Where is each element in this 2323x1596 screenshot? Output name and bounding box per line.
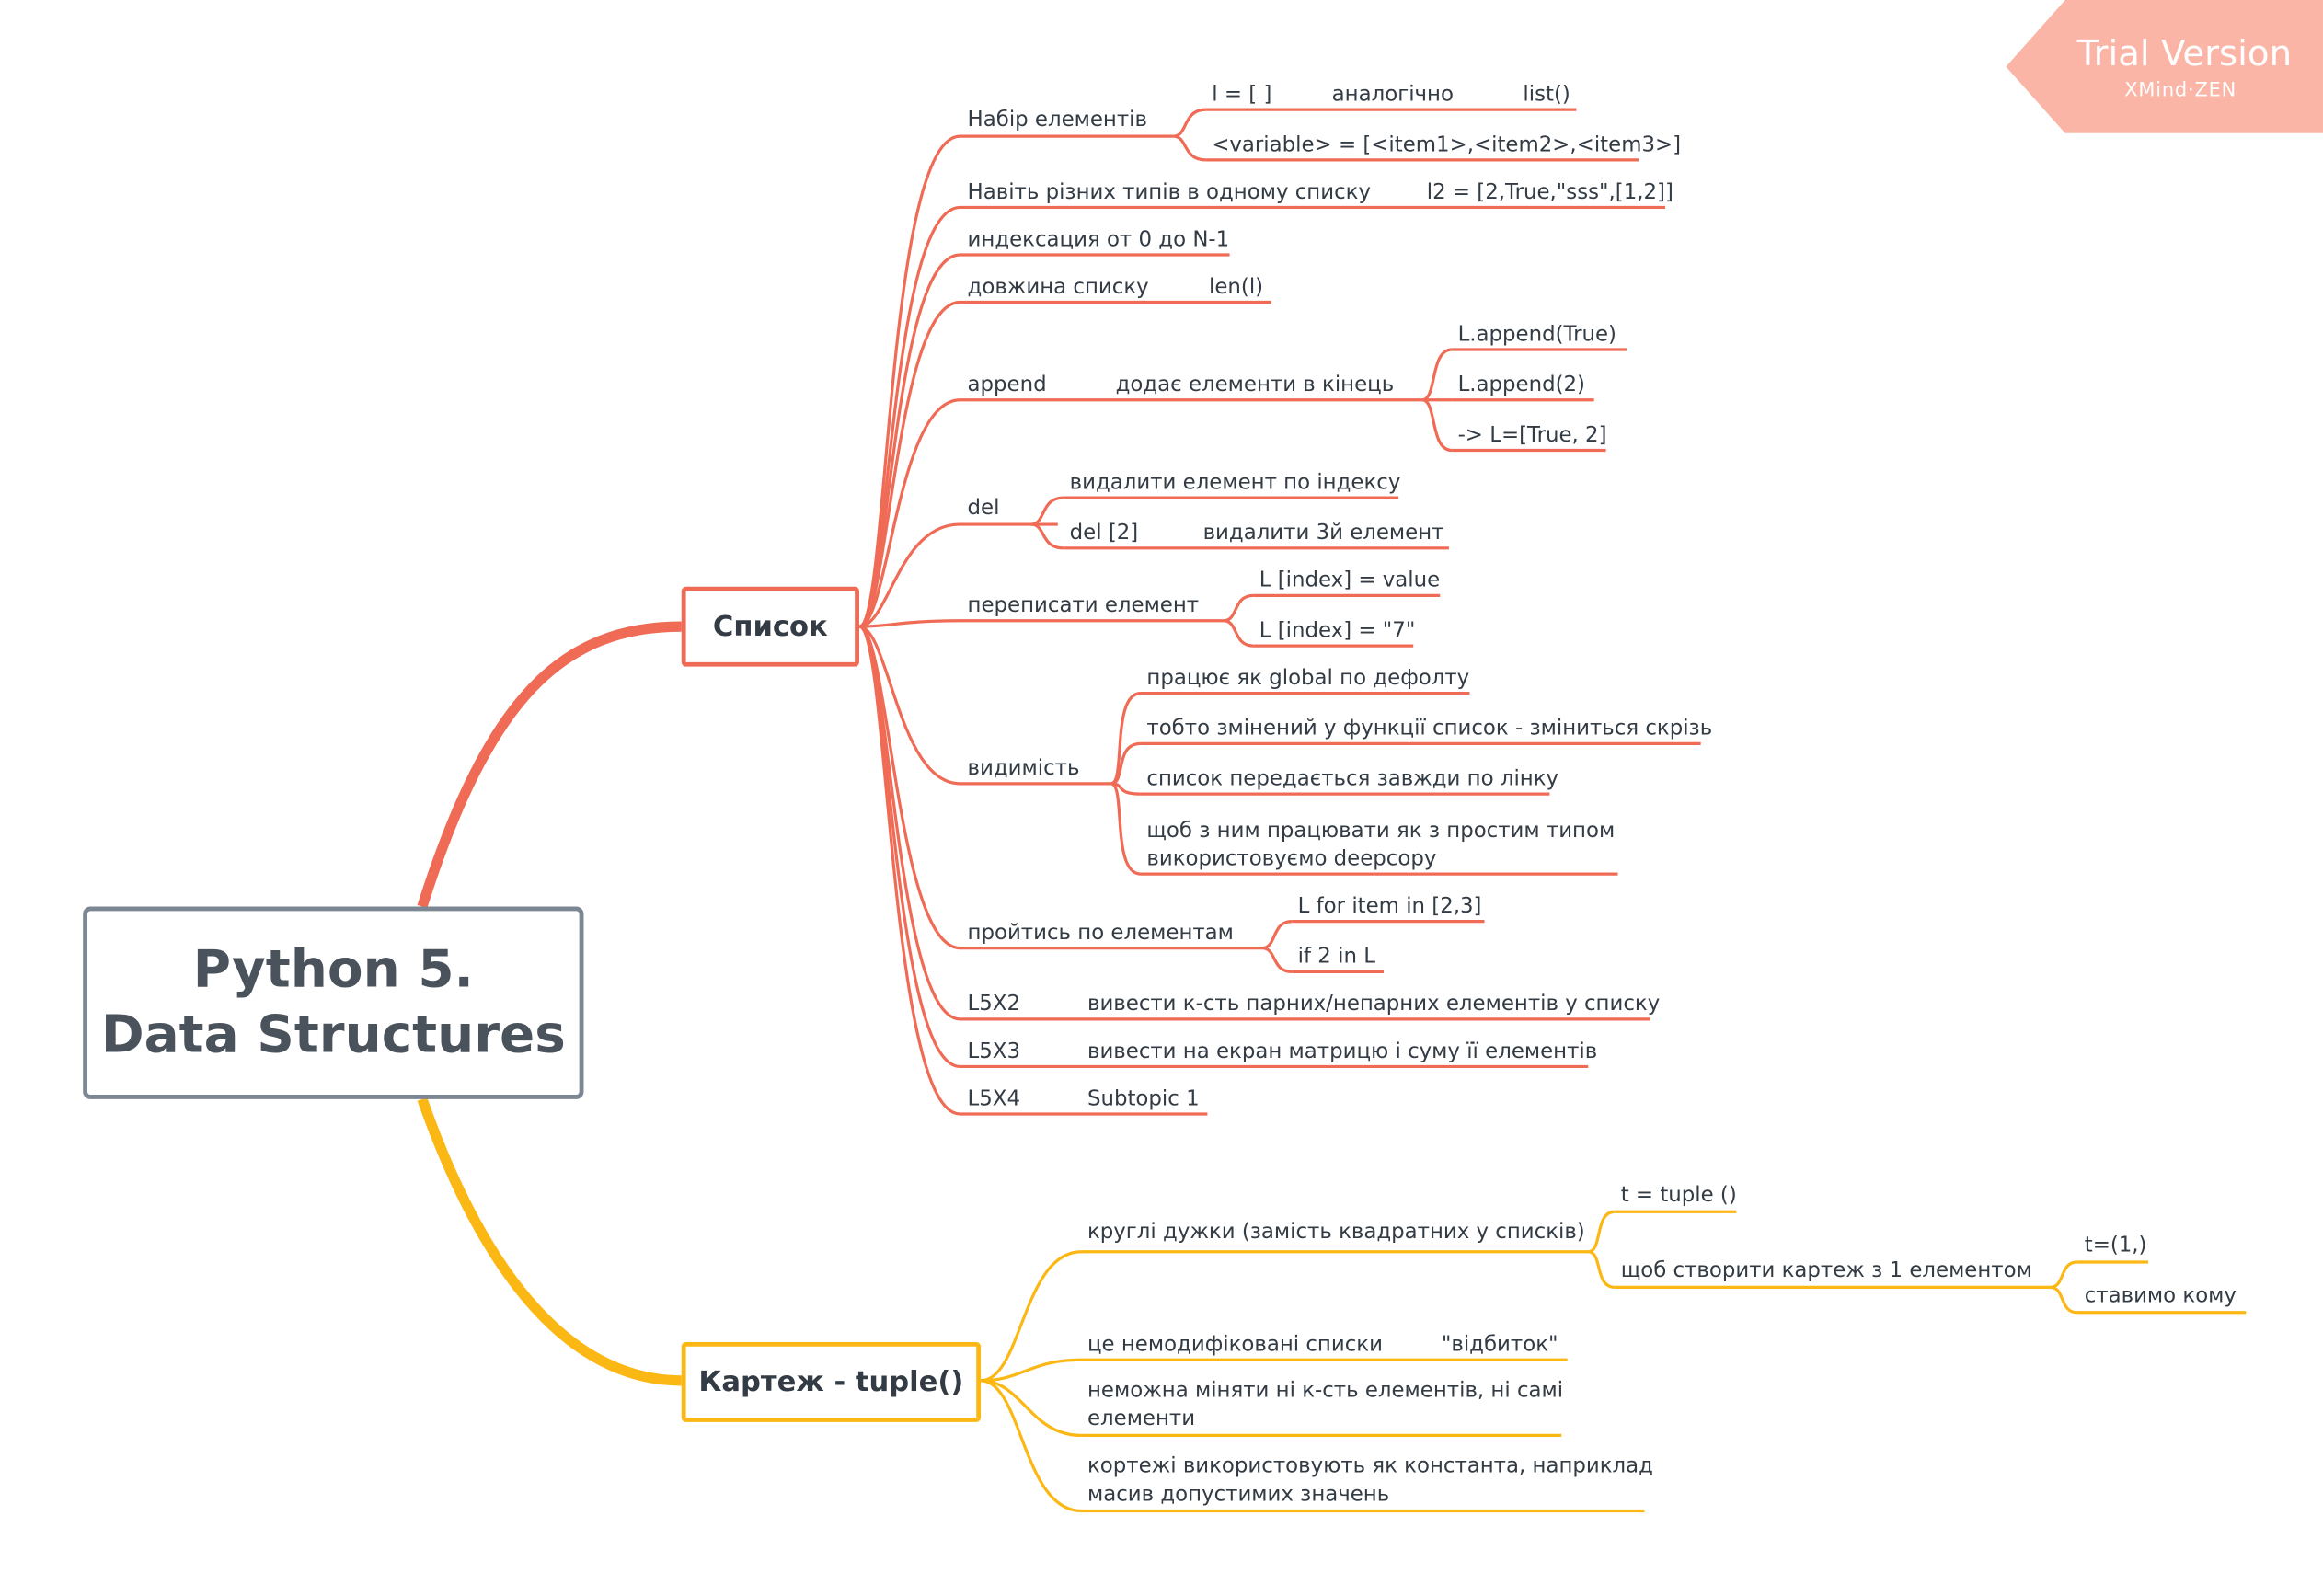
- central-topic-line1: Python 5.: [192, 940, 474, 1000]
- main-topic-tuple[interactable]: Картеж - tuple(): [681, 1341, 982, 1422]
- topic-rewrite-ex1[interactable]: L [index] = value: [1259, 568, 1441, 593]
- topic-l5x2-desc[interactable]: вивести к-сть парних/непарних елементів …: [1087, 992, 1661, 1016]
- topic-tuple-immutable-note[interactable]: "відбиток": [1441, 1333, 1558, 1358]
- topic-append-ex1[interactable]: L.append(True): [1457, 323, 1616, 347]
- main-topic-list[interactable]: Список: [681, 586, 859, 667]
- topic-visibility-item1[interactable]: працює як global по дефолту: [1146, 666, 1470, 691]
- trial-badge-subtitle: XMind·ZEN: [2124, 79, 2237, 103]
- central-topic-line2: Data Structures: [100, 1005, 566, 1065]
- topic-iterate[interactable]: пройтись по елементам: [967, 921, 1234, 946]
- main-topic-list-label: Список: [712, 610, 828, 643]
- topic-visibility[interactable]: видимість: [967, 756, 1080, 781]
- topic-del-item2-desc[interactable]: видалити 3й елемент: [1202, 521, 1444, 545]
- topic-tuple-brackets-ex1[interactable]: t = tuple (): [1620, 1183, 1737, 1208]
- root-link-list: [417, 621, 682, 909]
- tuple-branch-lines: [980, 1210, 2247, 1513]
- topic-tuple-cannot-change-line2: елементи: [1087, 1407, 1196, 1431]
- topic-l5x3-desc[interactable]: вивести на екран матрицю і суму її елеме…: [1087, 1039, 1598, 1064]
- topic-length[interactable]: довжина списку: [967, 275, 1149, 300]
- topic-nabir[interactable]: Набір елементів: [967, 108, 1147, 132]
- topic-l5x2[interactable]: L5X2: [967, 992, 1021, 1016]
- topic-types-example[interactable]: l2 = [2,True,"sss",[1,2]]: [1426, 180, 1673, 205]
- topic-tuple-constants[interactable]: кортежі використовують як константа, нап…: [1087, 1453, 1653, 1510]
- topic-del-item1[interactable]: видалити елемент по індексу: [1069, 471, 1401, 495]
- topic-visibility-item4-line1: щоб з ним працювати як з простим типом: [1146, 819, 1616, 844]
- topic-del[interactable]: del: [967, 496, 1000, 521]
- topic-visibility-item4-line2: використовуємо deepcopy: [1146, 847, 1437, 871]
- topic-append-ex3[interactable]: -> L=[True, 2]: [1457, 423, 1607, 448]
- topic-tuple-constants-line2: масив допустимих значень: [1087, 1482, 1390, 1507]
- topic-visibility-item4[interactable]: щоб з ним працювати як з простим типом в…: [1146, 818, 1615, 874]
- topic-append-desc[interactable]: додає елементи в кінець: [1115, 373, 1395, 397]
- topic-tuple-single-ex[interactable]: t=(1,): [2084, 1234, 2147, 1258]
- root-link-tuple: [417, 1097, 682, 1386]
- topic-tuple-immutable[interactable]: це немодифіковані списки: [1087, 1333, 1383, 1358]
- topic-append-ex2[interactable]: L.append(2): [1457, 373, 1585, 397]
- topic-nabir-empty[interactable]: l = [ ]: [1212, 83, 1272, 107]
- topic-iterate-ex2[interactable]: if 2 in L: [1297, 945, 1375, 970]
- trial-badge-background: [2006, 0, 2323, 133]
- topic-rewrite[interactable]: переписати елемент: [967, 593, 1200, 618]
- list-branch-lines: [858, 108, 1701, 1116]
- topic-l5x4-desc[interactable]: Subtopic 1: [1087, 1086, 1200, 1111]
- topic-l5x3[interactable]: L5X3: [967, 1039, 1021, 1064]
- topic-types[interactable]: Навіть різних типів в одному списку: [967, 180, 1371, 205]
- topic-tuple-constants-line1: кортежі використовують як константа, нап…: [1087, 1454, 1653, 1479]
- topic-del-item2[interactable]: del [2]: [1069, 521, 1139, 545]
- topic-nabir-similar[interactable]: аналогічно: [1331, 83, 1454, 107]
- trial-version-badge[interactable]: Trial Version XMind·ZEN: [2006, 0, 2323, 133]
- topic-tuple-cannot-change-line1: неможна міняти ні к-сть елементів, ні са…: [1087, 1379, 1564, 1403]
- topic-iterate-ex1[interactable]: L for item in [2,3]: [1297, 894, 1482, 919]
- topic-append[interactable]: append: [967, 373, 1047, 397]
- topic-nabir-syntax[interactable]: <variable> = [<item1>,<item2>,<item3>]: [1212, 132, 1682, 157]
- main-topic-tuple-label: Картеж - tuple(): [698, 1365, 964, 1399]
- topic-tuple-brackets-ex2[interactable]: щоб створити картеж з 1 елементом: [1620, 1258, 2032, 1283]
- central-topic[interactable]: Python 5. Data Structures: [83, 906, 584, 1099]
- topic-rewrite-ex2[interactable]: L [index] = "7": [1259, 619, 1416, 643]
- topic-length-example[interactable]: len(l): [1209, 275, 1264, 300]
- trial-badge-title: Trial Version: [2076, 32, 2293, 75]
- topic-l5x4[interactable]: L5X4: [967, 1086, 1021, 1111]
- topic-tuple-cannot-change[interactable]: неможна міняти ні к-сть елементів, ні са…: [1087, 1378, 1563, 1434]
- topic-index[interactable]: индексация от 0 до N-1: [967, 227, 1230, 252]
- topic-tuple-single-comma[interactable]: ставимо кому: [2084, 1284, 2237, 1308]
- topic-tuple-brackets[interactable]: круглі дужки (замість квадратних у списк…: [1087, 1220, 1585, 1245]
- topic-visibility-item2[interactable]: тобто змінений у функції список - змінит…: [1146, 717, 1713, 741]
- topic-nabir-list-func[interactable]: list(): [1523, 83, 1570, 107]
- topic-visibility-item3[interactable]: список передається завжди по лінку: [1146, 767, 1559, 791]
